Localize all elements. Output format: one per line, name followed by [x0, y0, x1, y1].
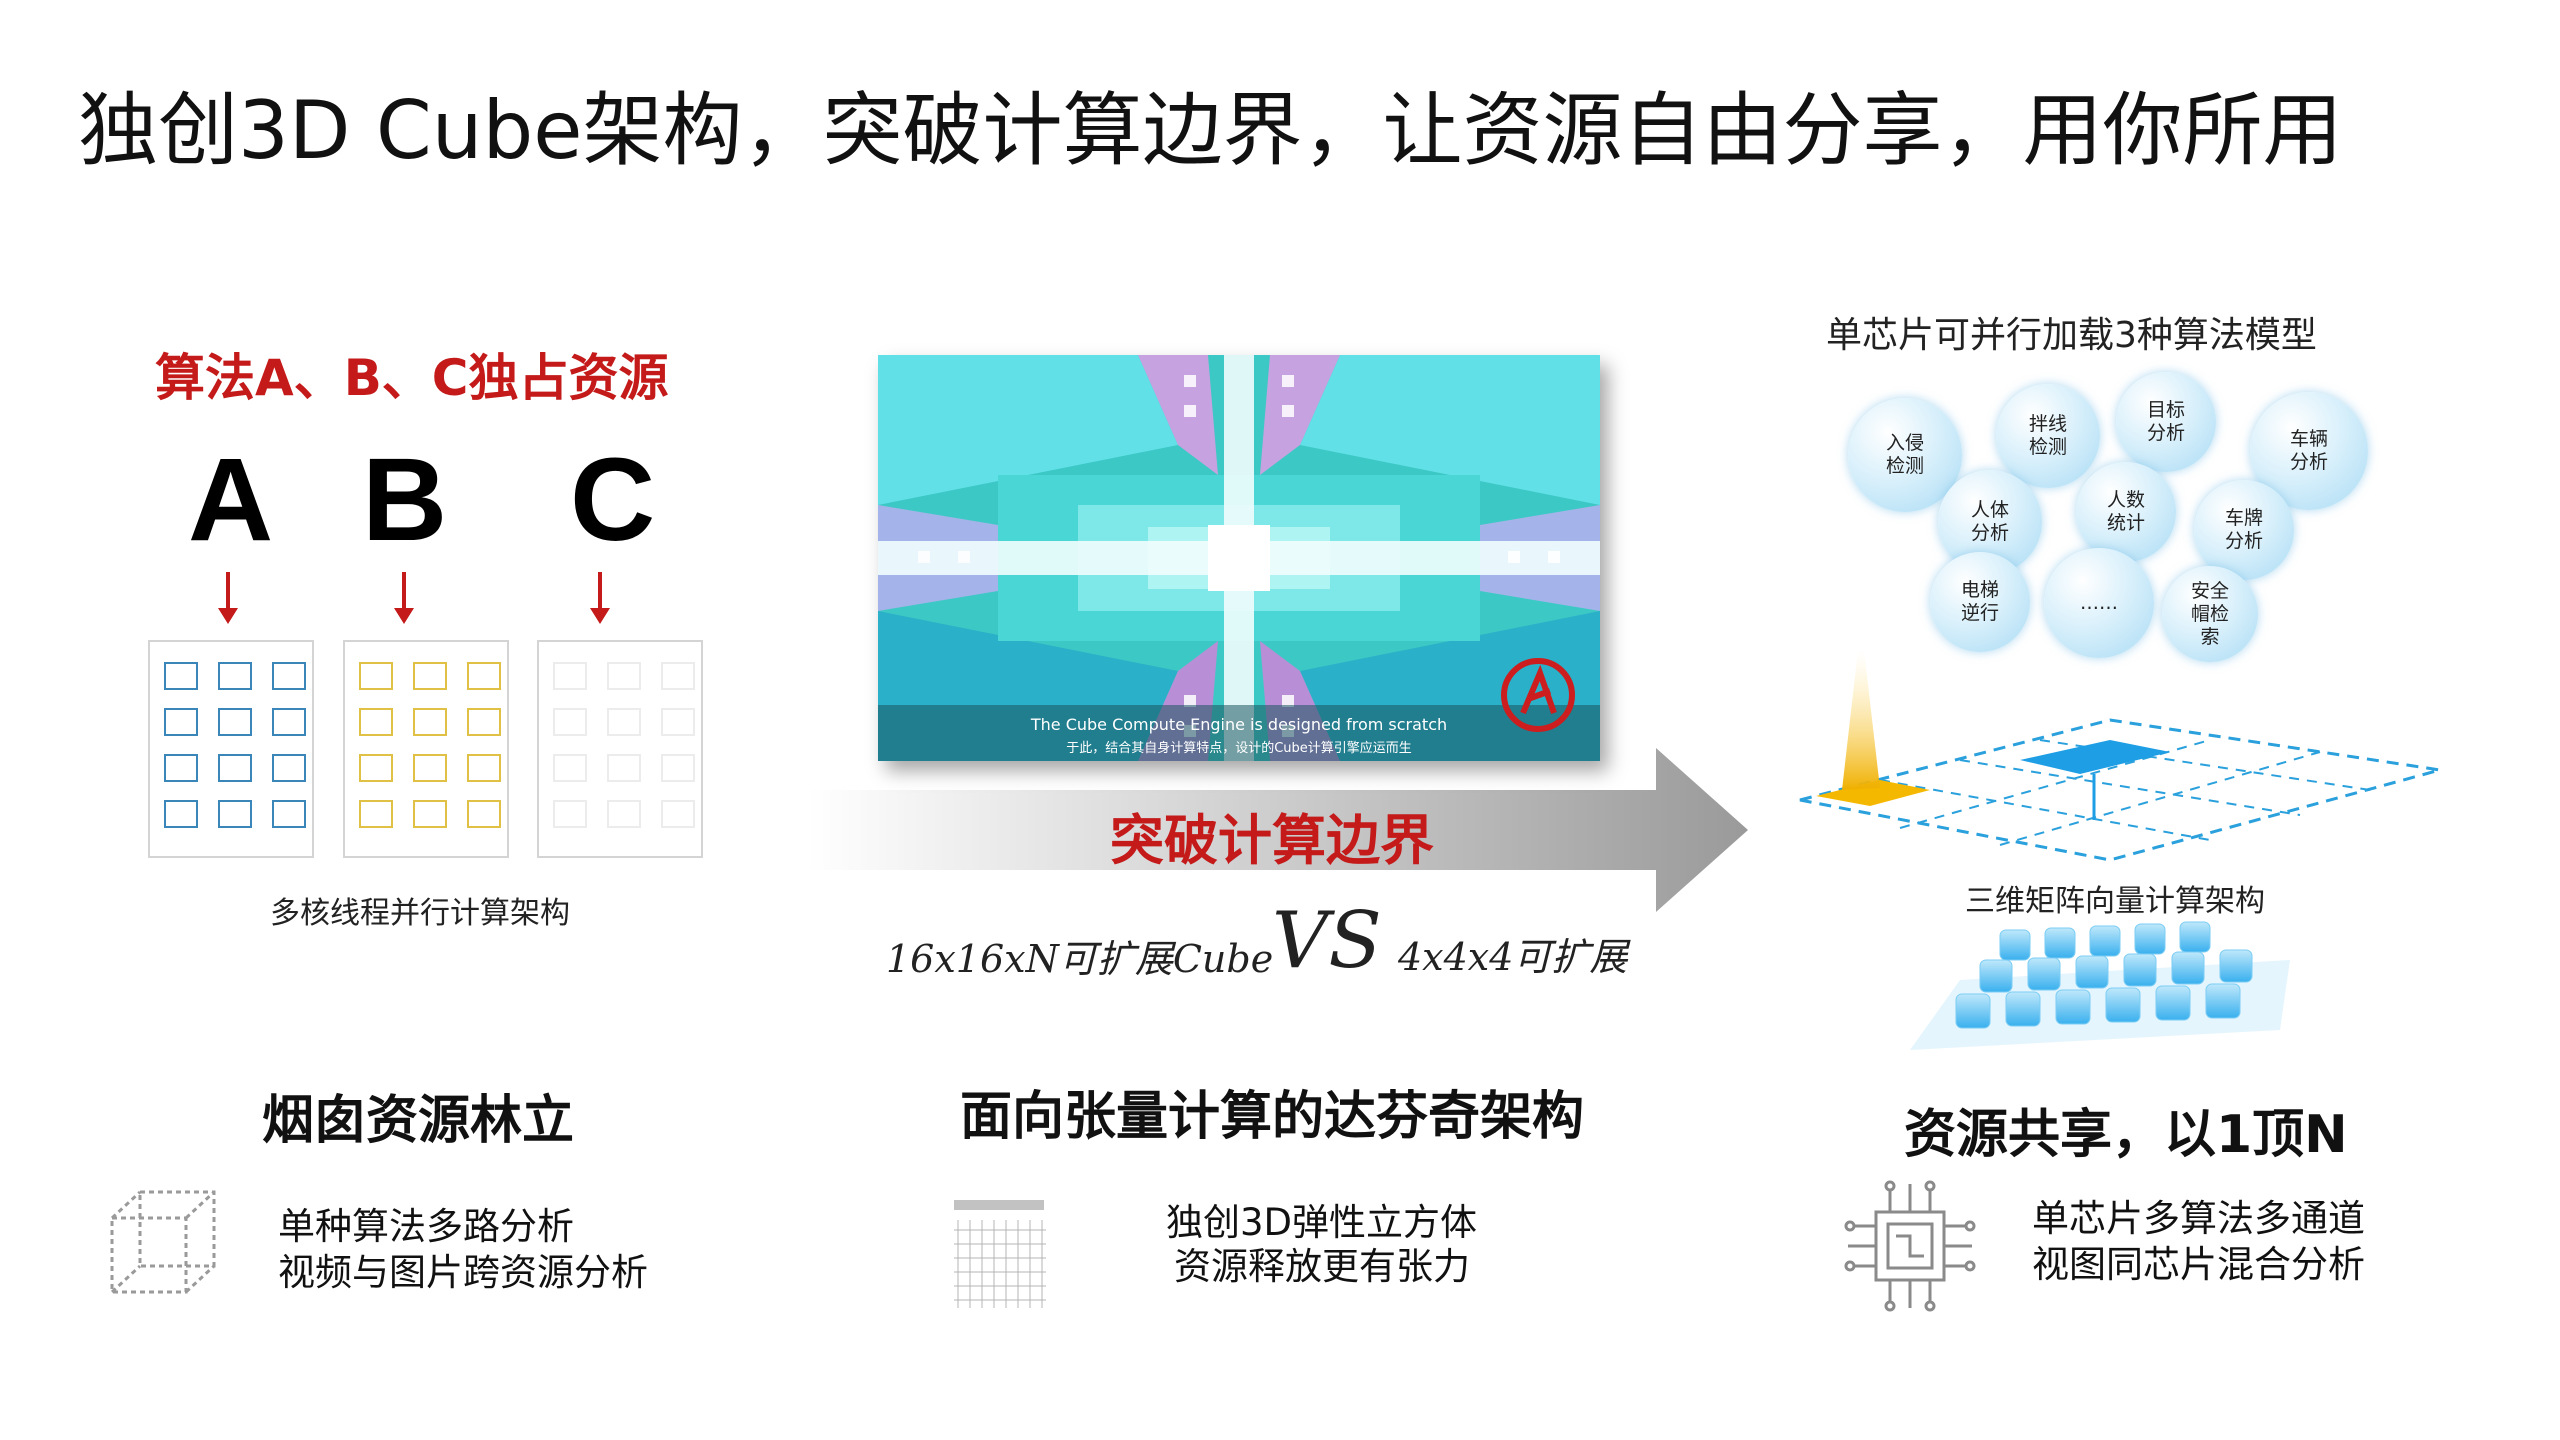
chimney-resources-heading: 烟囱资源林立 [262, 1091, 575, 1151]
resource-sharing-heading: 资源共享，以1顶N [1904, 1105, 2348, 1165]
col3-desc-line2: 视图同芯片混合分析 [2032, 1243, 2365, 1286]
cube-render-image [878, 355, 1600, 761]
down-arrow-icon [394, 572, 414, 624]
bubble-more: …… [2044, 548, 2154, 658]
cube-array-illustration [1910, 921, 2290, 1050]
col1-desc-line2: 视频与图片跨资源分析 [278, 1251, 648, 1294]
tensor-cube-icon [954, 1200, 1046, 1308]
chip-icon [1844, 1180, 1976, 1312]
resource-panel-a [148, 640, 314, 858]
parallel-models-heading: 单芯片可并行加载3种算法模型 [1826, 315, 2317, 356]
bubble-people-count: 人数 统计 [2076, 462, 2176, 562]
cube-engine-video-frame: The Cube Compute Engine is designed from… [878, 355, 1600, 761]
video-subtitle-chinese: 于此，结合其自身计算特点，设计的Cube计算引擎应运而生 [1066, 741, 1412, 756]
bubble-tripwire-detection: 拌线 检测 [1996, 384, 2100, 488]
multicore-caption: 多核线程并行计算架构 [270, 896, 570, 931]
col1-desc-line1: 单种算法多路分析 [278, 1205, 574, 1248]
bubble-intrusion-detection: 入侵 检测 [1848, 398, 1962, 512]
big-right-arrow [808, 748, 1748, 912]
down-arrow-icon [218, 572, 238, 624]
small-cube-label: 4x4x4可扩展 [1398, 935, 1628, 979]
col2-desc-line2: 资源释放更有张力 [1174, 1245, 1470, 1288]
resource-panel-b [343, 640, 509, 858]
davinci-architecture-heading: 面向张量计算的达芬奇架构 [960, 1087, 1585, 1147]
algorithm-letter-b: B [362, 434, 448, 566]
col2-desc-line1: 独创3D弹性立方体 [1166, 1201, 1478, 1244]
wire-cube-icon [110, 1190, 216, 1294]
algorithm-letter-a: A [188, 434, 274, 566]
col3-desc-line1: 单芯片多算法多通道 [2032, 1197, 2365, 1240]
versus-label: VS [1272, 896, 1382, 986]
down-arrow-icon [590, 572, 610, 624]
resource-panel-c [537, 640, 703, 858]
bubble-body-analysis: 人体 分析 [1938, 470, 2042, 574]
algorithm-letter-c: C [570, 434, 656, 566]
grid-plane-illustration [1799, 650, 2441, 862]
video-subtitle-english: The Cube Compute Engine is designed from… [1030, 715, 1448, 734]
bubble-elevator-reverse: 电梯 逆行 [1930, 552, 2030, 652]
break-boundary-label: 突破计算边界 [1110, 809, 1434, 872]
bubble-plate-analysis: 车牌 分析 [2194, 480, 2294, 580]
page-title: 独创3D Cube架构，突破计算边界，让资源自由分享，用你所用 [78, 84, 2343, 177]
bubble-helmet-detection: 安全 帽检 索 [2162, 566, 2258, 662]
matrix-architecture-label: 三维矩阵向量计算架构 [1965, 884, 2265, 919]
exclusive-resources-heading: 算法A、B、C独占资源 [155, 349, 669, 407]
bubble-target-analysis: 目标 分析 [2116, 372, 2216, 472]
cube-scalable-label: 16x16xN可扩展Cube [886, 937, 1274, 981]
